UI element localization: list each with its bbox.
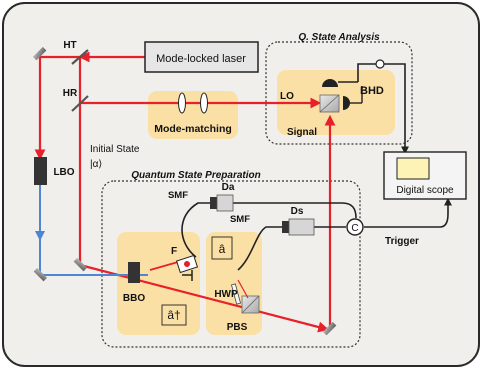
scope-screen xyxy=(396,157,430,180)
a-dagger-label: â† xyxy=(167,308,180,322)
a-dagger-box xyxy=(161,304,187,326)
laser-label: Mode-locked laser xyxy=(156,53,246,65)
fiber-lines xyxy=(181,63,452,271)
q-state-analysis-title: Q. State Analysis xyxy=(298,32,380,43)
smf-mid-label: SMF xyxy=(230,214,250,225)
a-hat-label: â xyxy=(219,242,226,256)
initial-state-label: Initial State xyxy=(90,144,140,155)
bbo-crystal xyxy=(128,262,140,283)
lens-1 xyxy=(178,92,186,114)
quantum-state-prep-title: Quantum State Preparation xyxy=(131,170,260,181)
hr-label: HR xyxy=(63,88,78,99)
quantum-state-prep-box xyxy=(101,180,361,348)
lbo-label: LBO xyxy=(53,167,74,178)
bhd-subtraction-node xyxy=(375,59,385,69)
mirror-top-left xyxy=(32,46,47,61)
f-label: F xyxy=(171,246,177,257)
bbo-pad xyxy=(117,232,200,335)
ds-label: Ds xyxy=(291,206,304,217)
coincidence-label: C xyxy=(351,223,358,234)
a-hat-box xyxy=(211,236,233,260)
coincidence-counter xyxy=(346,218,364,236)
hwp xyxy=(230,283,242,305)
lo-label: LO xyxy=(280,91,294,102)
pbs xyxy=(241,295,260,314)
mode-locked-laser: Mode-locked laser xyxy=(144,41,259,73)
beam-dump xyxy=(182,270,193,281)
trigger-label: Trigger xyxy=(385,236,419,247)
detector-da xyxy=(210,194,234,212)
ht-label: HT xyxy=(63,40,76,51)
filter-f xyxy=(175,254,199,274)
mode-matching-label: Mode-matching xyxy=(154,123,232,135)
bbo-label: BBO xyxy=(123,293,145,304)
scope-label: Digital scope xyxy=(396,185,454,196)
bhd-label: BHD xyxy=(360,85,384,97)
bhd-beam-splitter xyxy=(319,94,340,113)
q-state-analysis-box xyxy=(265,41,413,145)
lens-2 xyxy=(200,92,208,114)
lbo-crystal xyxy=(34,157,47,185)
hwp-label: HWP xyxy=(214,289,238,300)
pbs-label: PBS xyxy=(227,322,248,333)
smf-top-label: SMF xyxy=(168,190,188,201)
ht-splitter xyxy=(71,49,89,65)
da-label: Da xyxy=(222,182,235,193)
detector-ds xyxy=(282,218,315,236)
signal-label: Signal xyxy=(287,127,317,138)
initial-state-ket: |α⟩ xyxy=(90,159,102,170)
photodiode-top xyxy=(322,79,338,87)
mirror-bottom-right xyxy=(322,321,337,336)
photodiode-right xyxy=(343,96,350,110)
mirror-bottom-left xyxy=(33,267,48,282)
hr-splitter xyxy=(71,95,89,112)
digital-scope: Digital scope xyxy=(383,151,467,200)
mirror-initial-state xyxy=(73,257,88,272)
